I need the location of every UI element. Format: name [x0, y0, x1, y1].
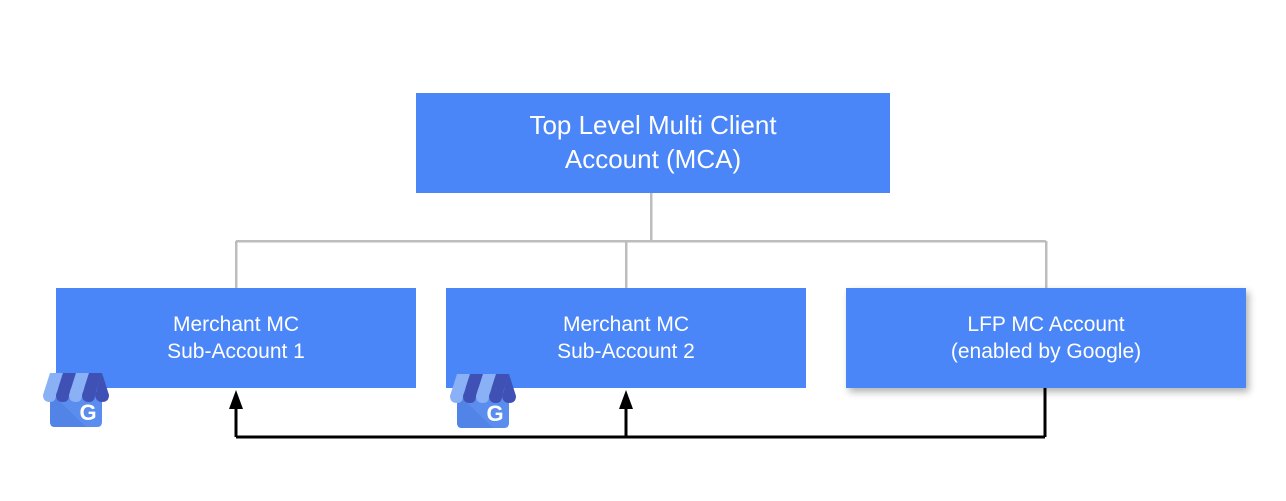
node-merchant-sub-account-2[interactable]: Merchant MC Sub-Account 2: [446, 288, 806, 388]
svg-text:G: G: [486, 401, 503, 426]
node-top-level-mca-label: Top Level Multi Client Account (MCA): [529, 110, 777, 174]
google-my-business-storefront-icon: G: [450, 374, 516, 428]
tree-connector: [234, 193, 1048, 288]
flow-connector: [234, 388, 1047, 439]
arrowhead-merchant-1: [229, 390, 243, 409]
arrowhead-merchant-2: [619, 390, 633, 409]
node-merchant-sub-account-1-label: Merchant MC Sub-Account 1: [167, 312, 305, 363]
google-my-business-storefront-icon: G: [43, 373, 109, 427]
node-top-level-mca[interactable]: Top Level Multi Client Account (MCA): [416, 93, 890, 193]
svg-text:G: G: [79, 400, 96, 425]
node-lfp-mc-account-label: LFP MC Account (enabled by Google): [950, 312, 1142, 363]
node-lfp-mc-account[interactable]: LFP MC Account (enabled by Google): [846, 288, 1246, 388]
node-merchant-sub-account-1[interactable]: Merchant MC Sub-Account 1: [56, 288, 416, 388]
flow-arrowheads: [229, 390, 633, 409]
node-merchant-sub-account-2-label: Merchant MC Sub-Account 2: [557, 312, 695, 363]
